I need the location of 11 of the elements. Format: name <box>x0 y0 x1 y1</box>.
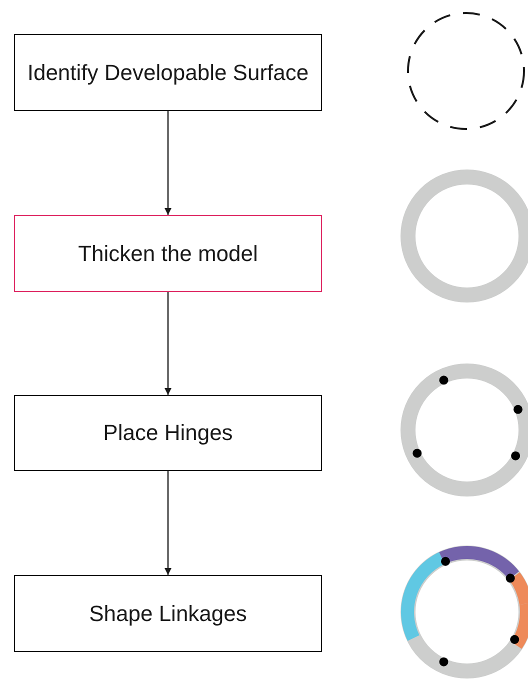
arrow <box>164 111 172 215</box>
process-box <box>14 395 322 471</box>
step-label: Identify Developable Surface <box>27 58 309 87</box>
arrow <box>164 292 172 395</box>
arrow <box>164 471 172 575</box>
step-label: Shape Linkages <box>89 600 247 628</box>
step-label: Place Hinges <box>103 419 233 448</box>
step-label: Thicken the model <box>78 240 258 268</box>
process-box <box>14 34 322 111</box>
process-box <box>14 215 322 292</box>
process-box <box>14 575 322 652</box>
